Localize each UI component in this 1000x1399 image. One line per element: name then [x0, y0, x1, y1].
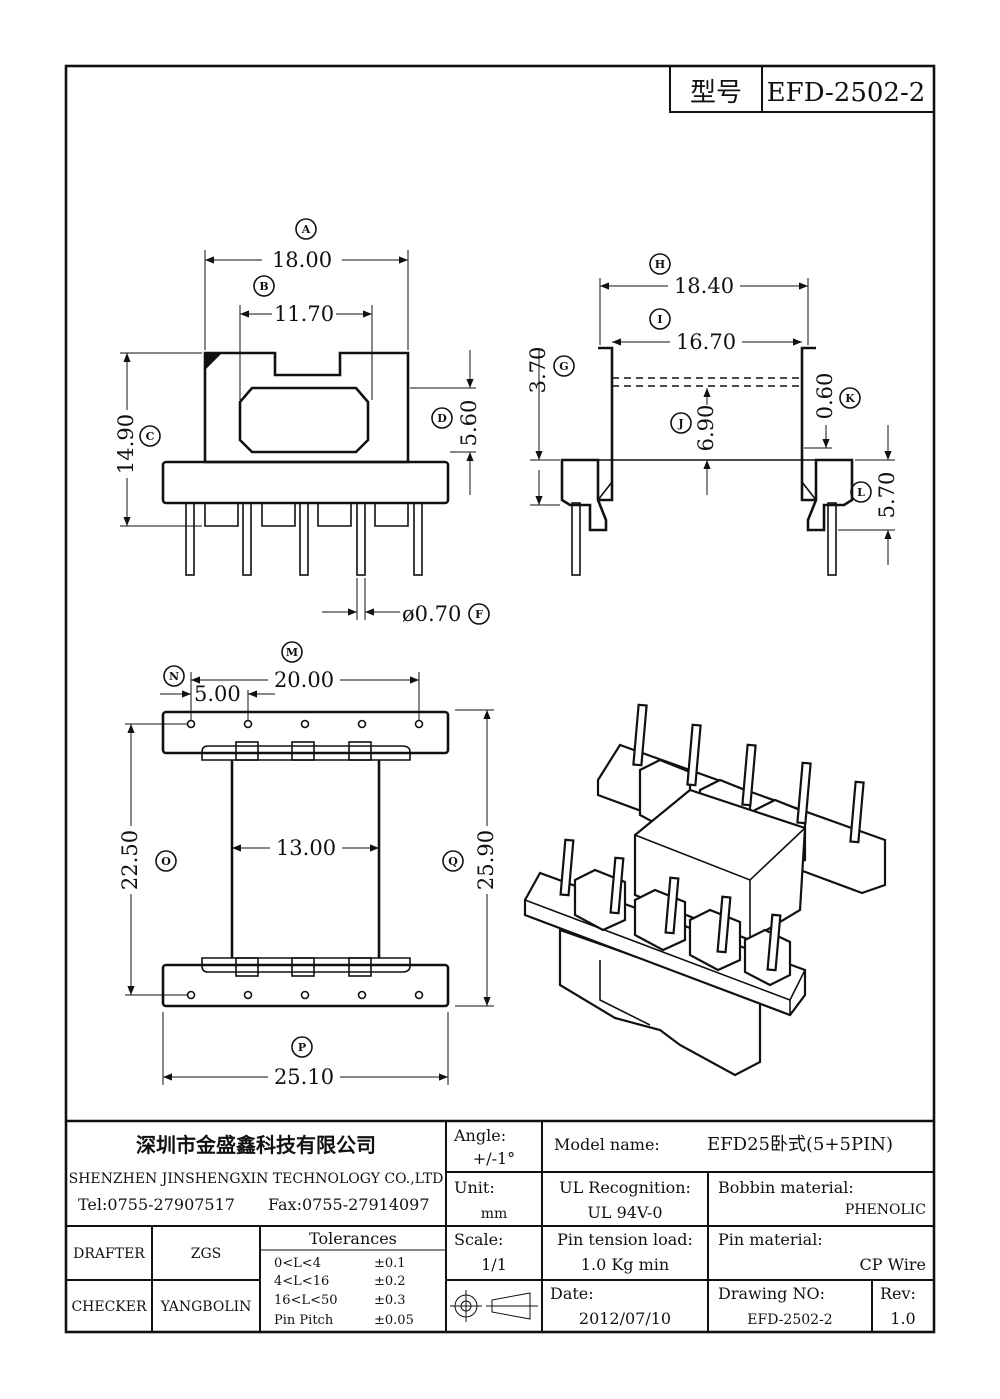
sheet-frame — [64, 64, 936, 1334]
dim-q-value: 25.90 — [474, 830, 498, 890]
unit-label: Unit: — [454, 1178, 495, 1197]
company-name-en: SHENZHEN JINSHENGXIN TECHNOLOGY CO.,LTD — [69, 1171, 444, 1187]
dim-k-value: 0.60 — [813, 373, 837, 420]
tolerance-range: 16<L<50 — [274, 1293, 338, 1308]
dim-f-value: ø0.70 — [402, 602, 461, 626]
dim-inner-value: 13.00 — [276, 836, 336, 860]
dim-o-letter: O — [161, 855, 171, 868]
checker-value: YANGBOLIN — [160, 1299, 252, 1315]
scale-value: 1/1 — [481, 1255, 507, 1274]
tolerance-range: Pin Pitch — [274, 1313, 334, 1328]
dim-o-value: 22.50 — [118, 830, 142, 890]
dim-p-value: 25.10 — [274, 1065, 334, 1089]
drawing-no-label: Drawing NO: — [718, 1284, 825, 1303]
ul-value: UL 94V-0 — [587, 1203, 662, 1222]
model-name-label: Model name: — [554, 1135, 660, 1154]
top-view: 20.00 M 5.00 N 13.00 22.50 O 25.90 Q — [118, 641, 499, 1089]
bobbin-material-value: PHENOLIC — [845, 1202, 926, 1218]
projection-symbol-icon — [450, 1290, 538, 1322]
tolerance-value: ±0.3 — [374, 1293, 406, 1308]
dim-m-value: 20.00 — [274, 668, 334, 692]
rev-label: Rev: — [880, 1284, 916, 1303]
dim-q-letter: Q — [448, 855, 458, 868]
dim-d-letter: D — [437, 412, 447, 425]
dim-l-value: 5.70 — [875, 472, 899, 519]
company-fax: Fax:0755-27914097 — [268, 1195, 430, 1214]
dim-m-letter: M — [286, 646, 298, 659]
bobbin-material-label: Bobbin material: — [718, 1178, 854, 1197]
checker-label: CHECKER — [71, 1299, 147, 1315]
tolerance-range: 4<L<16 — [274, 1274, 329, 1289]
dim-g-value: 3.70 — [526, 347, 550, 394]
pin-material-label: Pin material: — [718, 1230, 823, 1249]
dim-n-value: 5.00 — [194, 682, 241, 706]
dim-i-value: 16.70 — [676, 330, 736, 354]
pin-material-value: CP Wire — [860, 1255, 927, 1274]
drafter-label: DRAFTER — [73, 1246, 145, 1262]
tolerance-range: 0<L<4 — [274, 1256, 321, 1271]
dim-b-letter: B — [259, 280, 268, 293]
tolerance-value: ±0.05 — [374, 1313, 414, 1328]
side-view: 18.40 H 16.70 I 6.90 J 0.60 K 3.70 G 5.7 — [526, 253, 899, 576]
dim-k-letter: K — [845, 392, 855, 405]
unit-value: mm — [481, 1206, 508, 1222]
front-view: 18.00 A 11.70 B 14.90 C 5.60 D ø0.70 F — [114, 218, 490, 626]
dim-p-letter: P — [298, 1041, 306, 1054]
company-name-cn: 深圳市金盛鑫科技有限公司 — [136, 1133, 376, 1157]
dim-i-letter: I — [657, 313, 662, 326]
model-header-box: 型号 EFD-2502-2 — [669, 65, 935, 113]
isometric-view — [523, 703, 887, 1077]
dim-a-value: 18.00 — [272, 248, 332, 272]
pin-tension-label: Pin tension load: — [557, 1230, 693, 1249]
type-label: 型号 — [690, 78, 742, 108]
angle-value: +/-1° — [473, 1149, 515, 1168]
dim-l-letter: L — [857, 486, 865, 499]
dim-h-value: 18.40 — [674, 274, 734, 298]
drawing-no-value: EFD-2502-2 — [747, 1312, 832, 1328]
scale-label: Scale: — [454, 1230, 503, 1249]
title-block: 深圳市金盛鑫科技有限公司 SHENZHEN JINSHENGXIN TECHNO… — [66, 1119, 934, 1332]
date-value: 2012/07/10 — [579, 1309, 671, 1328]
dim-j-letter: J — [677, 417, 683, 430]
dim-n-letter: N — [169, 670, 179, 683]
model-name-value: EFD25卧式(5+5PIN) — [707, 1134, 893, 1155]
pin-tension-value: 1.0 Kg min — [581, 1255, 669, 1274]
dim-g-letter: G — [559, 360, 568, 373]
dim-c-value: 14.90 — [114, 414, 138, 474]
dim-h-letter: H — [655, 258, 665, 271]
company-tel: Tel:0755-27907517 — [78, 1195, 235, 1214]
dim-j-value: 6.90 — [694, 405, 718, 452]
tolerance-value: ±0.2 — [374, 1274, 406, 1289]
dim-a-letter: A — [301, 223, 311, 236]
angle-label: Angle: — [453, 1126, 506, 1145]
drafter-value: ZGS — [191, 1246, 222, 1262]
tolerance-rows: 0<L<4 ±0.1 4<L<16 ±0.2 16<L<50 ±0.3 Pin … — [274, 1256, 414, 1328]
tolerances-title: Tolerances — [309, 1229, 397, 1248]
dim-f-letter: F — [475, 608, 483, 621]
ul-label: UL Recognition: — [559, 1178, 691, 1197]
rev-value: 1.0 — [890, 1309, 915, 1328]
dim-c-letter: C — [146, 430, 155, 443]
tolerance-value: ±0.1 — [374, 1256, 406, 1271]
model-code: EFD-2502-2 — [767, 78, 926, 108]
date-label: Date: — [550, 1284, 594, 1303]
dim-b-value: 11.70 — [274, 302, 334, 326]
dim-d-value: 5.60 — [457, 400, 481, 447]
